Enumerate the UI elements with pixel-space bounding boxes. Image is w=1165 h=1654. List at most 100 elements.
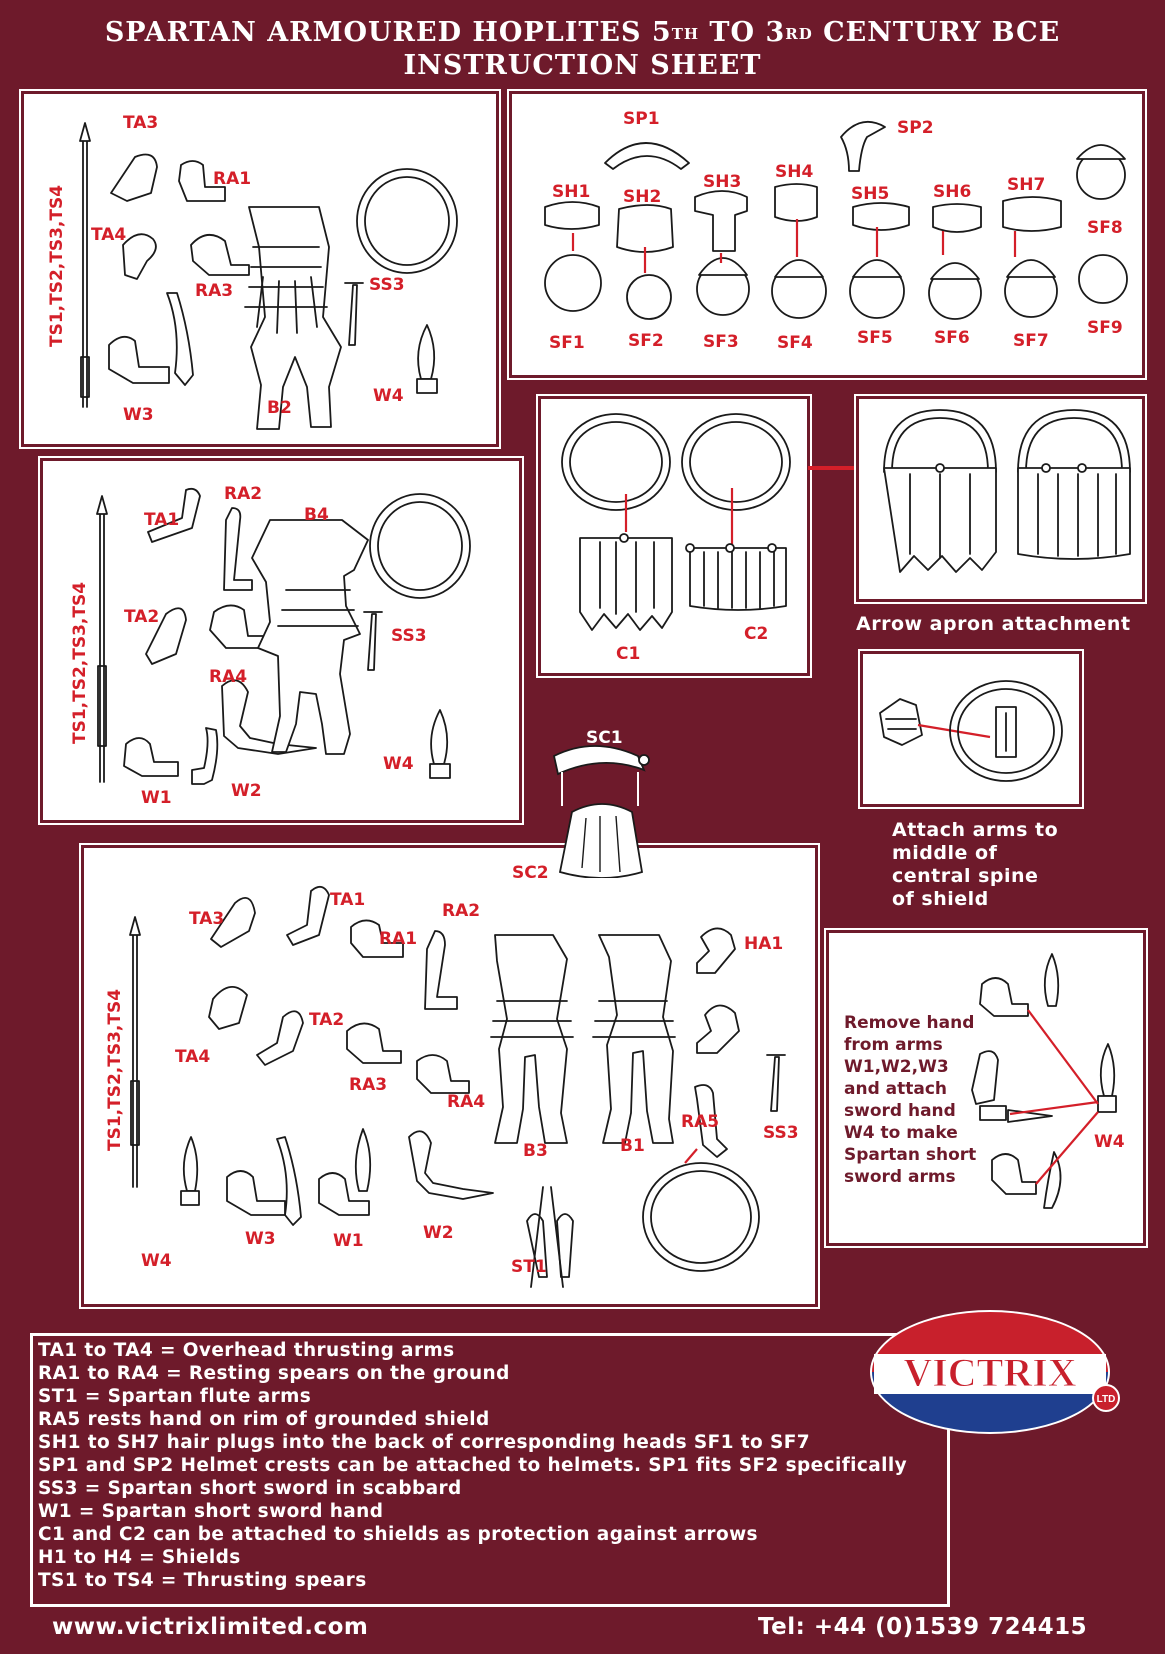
part-label: W3: [245, 1229, 276, 1249]
apron-connector: [808, 466, 862, 470]
legend-line: W1 = Spartan short sword hand: [38, 1501, 384, 1522]
part-label: W4: [1094, 1132, 1125, 1152]
svg-text:VICTRIX: VICTRIX: [903, 1350, 1076, 1395]
part-label: TA2: [124, 607, 160, 627]
legend-box: [30, 1333, 950, 1607]
part-label: RA3: [195, 281, 234, 301]
spear-label: TS1,TS2,TS3,TS4: [105, 988, 125, 1151]
sprue-panel-b4: TS1,TS2,TS3,TS4 TA1 RA2 B4 TA2 RA4 SS3 W…: [46, 464, 516, 817]
legend-line: ST1 = Spartan flute arms: [38, 1386, 312, 1407]
part-label: SF3: [703, 332, 739, 352]
part-label: B2: [267, 398, 292, 418]
part-label: W4: [141, 1251, 172, 1271]
part-label: ST1: [511, 1257, 547, 1277]
part-label: TA4: [91, 225, 127, 245]
part-label: SH4: [775, 162, 814, 182]
part-label: TA3: [123, 113, 159, 133]
part-label: SF7: [1013, 331, 1049, 351]
part-label: C1: [616, 644, 641, 664]
part-label: TA2: [309, 1010, 345, 1030]
website-link[interactable]: www.victrixlimited.com: [52, 1614, 369, 1640]
attach-arms-panel: [866, 657, 1076, 801]
part-label: C2: [744, 624, 769, 644]
title-line-1: SPARTAN ARMOURED HOPLITES 5TH TO 3RD CEN…: [104, 17, 1061, 48]
part-label: SH6: [933, 182, 972, 202]
sheet-title: SPARTAN ARMOURED HOPLITES 5TH TO 3RD CEN…: [0, 16, 1165, 82]
spear-label: TS1,TS2,TS3,TS4: [47, 184, 67, 347]
part-label: TA1: [144, 510, 180, 530]
heads-drawing: [544, 120, 1128, 320]
part-label: RA2: [442, 901, 481, 921]
sprue-b4-drawing: [96, 487, 471, 785]
part-label: SH3: [703, 172, 742, 192]
part-label: SF5: [857, 328, 893, 348]
part-label: W2: [231, 781, 262, 801]
part-label: W4: [373, 386, 404, 406]
apron-attached-drawing: [883, 409, 1131, 573]
apron-attached-panel: [862, 402, 1139, 596]
legend-line: TS1 to TS4 = Thrusting spears: [38, 1570, 367, 1591]
legend-line: C1 and C2 can be attached to shields as …: [38, 1524, 758, 1545]
part-label: W4: [383, 754, 414, 774]
part-label: W3: [123, 405, 154, 425]
attach-arms-drawing: [879, 680, 1063, 782]
part-label: SC2: [512, 863, 549, 883]
apron-caption: Arrow apron attachment: [856, 613, 1131, 635]
attach-arms-caption: Attach arms to middle of central spine o…: [892, 819, 1059, 910]
legend-line: SP1 and SP2 Helmet crests can be attache…: [38, 1455, 908, 1476]
part-label: RA3: [349, 1075, 388, 1095]
legend-line: SH1 to SH7 hair plugs into the back of c…: [38, 1432, 811, 1453]
sprue-b3-b1-drawing: [129, 885, 786, 1288]
part-label: RA5: [681, 1112, 720, 1132]
legend-line: RA1 to RA4 = Resting spears on the groun…: [38, 1363, 510, 1384]
legend-line: H1 to H4 = Shields: [38, 1547, 241, 1568]
part-label: SH5: [851, 184, 890, 204]
part-label: TA3: [189, 909, 225, 929]
victrix-logo: VICTRIX LTD: [870, 1310, 1120, 1434]
part-label: SF2: [628, 331, 664, 351]
remove-hand-instructions: Remove hand from arms W1,W2,W3 and attac…: [844, 1013, 977, 1187]
part-label: B1: [620, 1136, 645, 1156]
part-label: RA4: [447, 1092, 486, 1112]
part-label: SH1: [552, 182, 591, 202]
part-label: W2: [423, 1223, 454, 1243]
spear-label: TS1,TS2,TS3,TS4: [70, 581, 90, 744]
legend-line: RA5 rests hand on rim of grounded shield: [38, 1409, 490, 1430]
svg-text:LTD: LTD: [1097, 1394, 1116, 1405]
heads-panel: SP1 SP2 SH1 SH2 SH3 SH4 SH5 SH6 SH7 SF1 …: [515, 97, 1139, 372]
remove-hand-drawing: [971, 953, 1117, 1209]
part-label: SP2: [897, 118, 934, 138]
part-label: W1: [141, 788, 172, 808]
part-label: SF6: [934, 328, 970, 348]
legend-line: SS3 = Spartan short sword in scabbard: [38, 1478, 462, 1499]
sprue-panel-b3-b1: TS1,TS2,TS3,TS4 TA3 TA1 RA1 RA2 HA1 TA4 …: [87, 851, 812, 1301]
part-label: SS3: [369, 275, 405, 295]
part-label: W1: [333, 1231, 364, 1251]
part-label: SH2: [623, 187, 662, 207]
part-label: SH7: [1007, 175, 1046, 195]
sprue-panel-b2: TS1,TS2,TS3,TS4 TA3 RA1 TA4 RA3 SS3 W3 B…: [27, 97, 493, 441]
part-label: TA4: [175, 1047, 211, 1067]
part-label: SF4: [777, 333, 813, 353]
part-label: B3: [523, 1141, 548, 1161]
part-label: RA1: [379, 929, 418, 949]
part-label: SF8: [1087, 218, 1123, 238]
legend-line: TA1 to TA4 = Overhead thrusting arms: [38, 1340, 455, 1361]
phone-number: Tel: +44 (0)1539 724415: [758, 1614, 1088, 1640]
part-label: SP1: [623, 109, 660, 129]
part-label: SS3: [391, 626, 427, 646]
part-label: SF1: [549, 333, 585, 353]
part-label: HA1: [744, 934, 784, 954]
part-label: SC1: [586, 728, 623, 748]
cloak-drawing: [552, 745, 650, 878]
part-label: SS3: [763, 1123, 799, 1143]
part-label: RA4: [209, 667, 248, 687]
part-label: SF9: [1087, 318, 1123, 338]
title-line-2: INSTRUCTION SHEET: [403, 50, 762, 81]
part-label: RA1: [213, 169, 252, 189]
sprue-b2-drawing: [79, 122, 458, 430]
apron-panel: C1 C2: [544, 402, 804, 670]
part-label: RA2: [224, 484, 263, 504]
remove-hand-panel: Remove hand from arms W1,W2,W3 and attac…: [832, 936, 1140, 1240]
part-label: B4: [304, 505, 329, 525]
